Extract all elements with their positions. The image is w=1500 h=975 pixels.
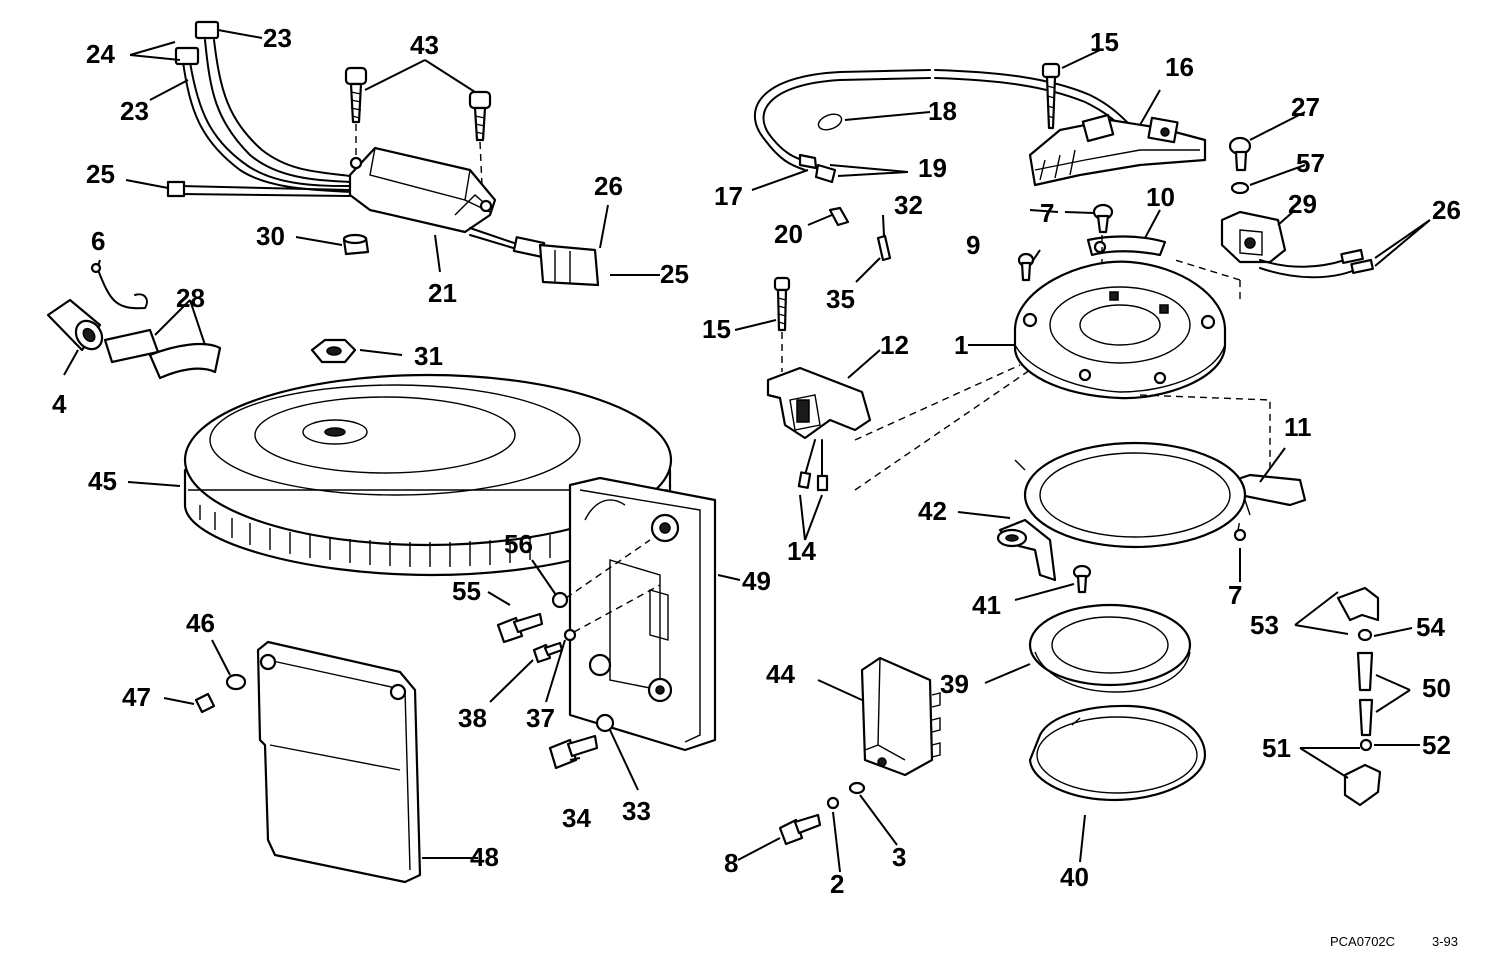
plate-fasteners: [496, 539, 661, 770]
callout-7: 7: [1228, 580, 1242, 610]
callout-18: 18: [928, 96, 957, 126]
callout-23: 23: [120, 96, 149, 126]
callout-34: 32: [894, 190, 923, 220]
mounting-plate: [568, 476, 717, 752]
date-code: 3-93: [1432, 934, 1458, 949]
callout-52: 52: [1422, 730, 1451, 760]
callout-44: 44: [766, 659, 795, 689]
flywheel: [183, 373, 673, 577]
callout-1: 1: [954, 330, 968, 360]
drawing-reference: PCA0702C 3-93: [1330, 934, 1458, 949]
callout-28: 28: [176, 283, 205, 313]
callout-15: 15: [702, 314, 731, 344]
retaining-rings: [1028, 564, 1207, 802]
timer-base: [1028, 62, 1207, 187]
callout-37: 37: [526, 703, 555, 733]
armature-plate: [1013, 260, 1227, 400]
callout-10: 10: [1146, 182, 1175, 212]
callout-43: 43: [410, 30, 439, 60]
callout-16: 16: [1165, 52, 1194, 82]
callout-32: 30: [256, 221, 285, 251]
callout-33: 31: [414, 341, 443, 371]
sensor-assembly: [1220, 136, 1374, 300]
callout-40: 40: [1060, 862, 1089, 892]
callout-labels: 24 23 23 43 25 26 6 30 25 21 28 4 31 45 …: [52, 23, 1461, 899]
callout-35: 33: [622, 796, 651, 826]
callout-45: 45: [88, 466, 117, 496]
callout-22: 25: [660, 259, 689, 289]
callout-27: 27: [1291, 92, 1320, 122]
callout-15: 15: [1090, 27, 1119, 57]
callout-46: 46: [186, 608, 215, 638]
callout-48: 48: [470, 842, 499, 872]
callout-36: 34: [562, 803, 591, 833]
callout-6: 6: [91, 226, 105, 256]
callout-51: 51: [1262, 733, 1291, 763]
callout-57: 57: [1296, 148, 1325, 178]
callout-29: 29: [1288, 189, 1317, 219]
fitting-assembly: [1336, 586, 1382, 807]
callout-47: 47: [122, 682, 151, 712]
drawing-code: PCA0702C: [1330, 934, 1395, 949]
callout-41: 41: [972, 590, 1001, 620]
callout-55: 55: [452, 576, 481, 606]
alignment-lines: [854, 259, 1271, 531]
callout-11: 11: [1284, 412, 1312, 442]
callout-14: 14: [787, 536, 816, 566]
callout-19: 19: [918, 153, 947, 183]
stator-lead: [754, 69, 1131, 262]
callout-3: 3: [892, 842, 906, 872]
callout-24: 24: [86, 39, 115, 69]
callout-7: 7: [1040, 198, 1054, 228]
boot-and-sleeves: [46, 262, 222, 380]
retainer-11: [1233, 473, 1307, 542]
callout-2: 2: [830, 869, 844, 899]
ignition-coil: [766, 366, 872, 492]
support-plate: [996, 441, 1251, 582]
rectifier: [778, 656, 941, 846]
callout-4: 4: [52, 389, 67, 419]
screws-43: [344, 66, 492, 186]
power-pack: [348, 146, 600, 287]
callout-9: 9: [966, 230, 980, 260]
callout-17: 17: [714, 181, 743, 211]
callout-12: 12: [880, 330, 909, 360]
callout-56: 56: [504, 529, 533, 559]
callout-39: 39: [940, 669, 969, 699]
callout-54: 54: [1416, 612, 1445, 642]
callout-23: 23: [263, 23, 292, 53]
callout-50: 50: [1422, 673, 1451, 703]
callout-26: 26: [594, 171, 623, 201]
nut-33: [310, 338, 357, 364]
cover: [194, 640, 422, 884]
callout-38: 38: [458, 703, 487, 733]
callout-42: 42: [918, 496, 947, 526]
callout-31: 35: [826, 284, 855, 314]
screw-15-lower: [773, 276, 791, 372]
callout-53: 53: [1250, 610, 1279, 640]
callout-8: 8: [724, 848, 738, 878]
callout-30: 26: [1432, 195, 1461, 225]
leader-lines: [63, 29, 1431, 873]
callout-25: 25: [86, 159, 115, 189]
callout-20: 20: [774, 219, 803, 249]
callout-49: 49: [742, 566, 771, 596]
wire-harness: [166, 20, 353, 198]
callout-21: 21: [428, 278, 457, 308]
spacer-32: [342, 233, 370, 256]
